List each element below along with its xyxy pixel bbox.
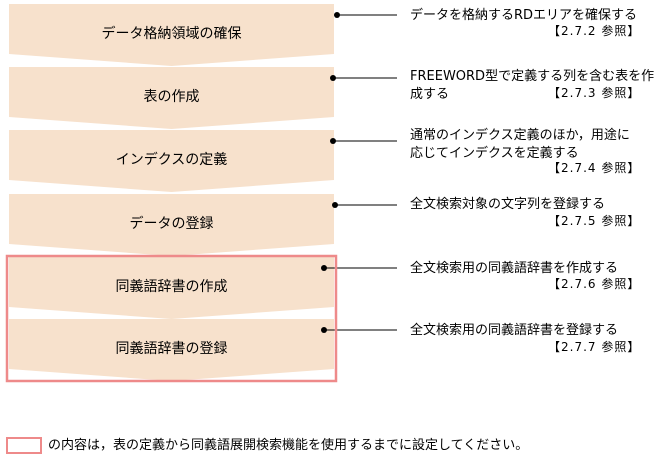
legend-text: の内容は，表の定義から同義語展開検索機能を使用するまでに設定してください。 [48, 438, 529, 453]
step-shape [9, 319, 334, 381]
step-reference: 【2.7.4 参照】 [548, 161, 641, 175]
step-label: データ格納領域の確保 [101, 26, 242, 42]
step-shape [9, 130, 334, 192]
step-description-line: 全文検索用の同義語辞書を登録する [410, 323, 619, 338]
step-label: インデクスの定義 [115, 152, 228, 168]
step-reference: 【2.7.3 参照】 [548, 86, 641, 100]
step-description-line: 応じてインデクスを定義する [410, 146, 579, 161]
step-description-line: 通常のインデクス定義のほか，用途に [410, 128, 630, 143]
step-description-line: データを格納するRDエリアを確保する [410, 8, 638, 23]
step-description-line: 全文検索用の同義語辞書を作成する [410, 261, 619, 276]
step-label: 同義語辞書の作成 [115, 279, 228, 295]
step-description: FREEWORD型で定義する列を含む表を作成する [410, 68, 654, 104]
step-description: 全文検索対象の文字列を登録する [410, 196, 605, 214]
step-description: 全文検索用の同義語辞書を作成する [410, 260, 618, 278]
step-shape [9, 67, 334, 129]
step-description: 通常のインデクス定義のほか，用途に応じてインデクスを定義する [410, 127, 630, 163]
step-description-line: 全文検索対象の文字列を登録する [410, 197, 606, 212]
highlight-frame [5, 254, 338, 383]
step-reference: 【2.7.6 参照】 [548, 277, 641, 291]
step-reference: 【2.7.2 参照】 [548, 24, 641, 38]
step-description: 全文検索用の同義語辞書を登録する [410, 322, 618, 340]
step-description-line: FREEWORD型で定義する列を含む表を作 [410, 69, 655, 84]
step-description: データを格納するRDエリアを確保する [410, 7, 637, 25]
step-label: 同義語辞書の登録 [115, 341, 228, 357]
step-shape [9, 257, 334, 319]
step-description-line: 成する [410, 87, 450, 102]
step-shape [9, 194, 334, 256]
step-shape [9, 4, 334, 66]
step-reference: 【2.7.5 参照】 [548, 214, 641, 228]
step-reference: 【2.7.7 参照】 [548, 340, 641, 354]
step-label: 表の作成 [143, 89, 200, 105]
legend-swatch [6, 437, 42, 454]
step-label: データの登録 [129, 216, 214, 232]
